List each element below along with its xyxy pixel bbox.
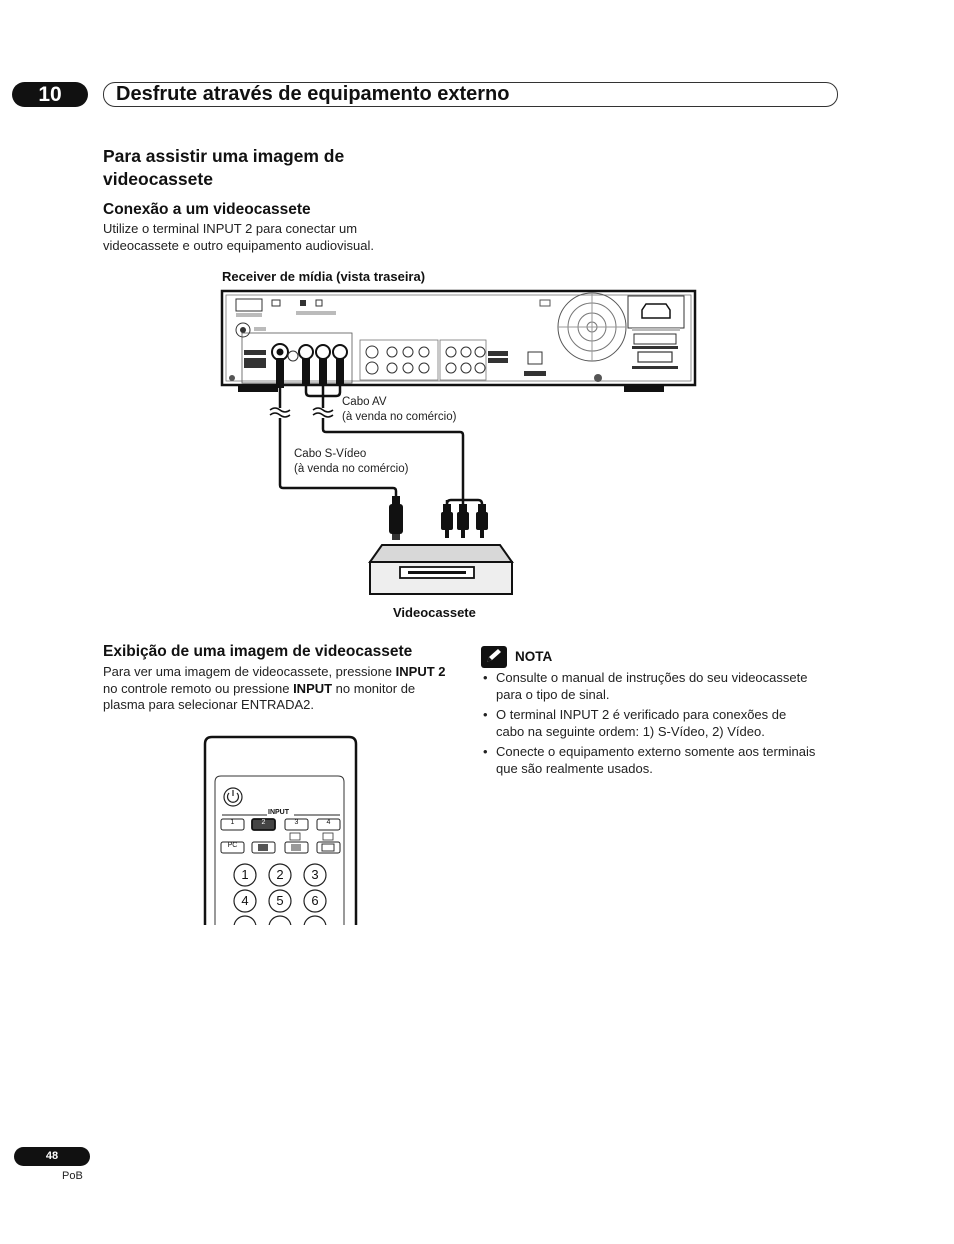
note-title: NOTA (515, 649, 553, 664)
note-item: Consulte o manual de instruções do seu v… (483, 670, 818, 703)
remote-pc-button[interactable]: PC (227, 842, 238, 849)
remote-input-4[interactable]: 4 (326, 819, 331, 826)
connection-text: Utilize o terminal INPUT 2 para conectar… (103, 221, 375, 253)
remote-control-illustration (203, 735, 358, 925)
receiver-foot-left (238, 384, 278, 392)
section-title: Para assistir uma imagem de videocassete (103, 146, 345, 189)
vcr-illustration (368, 544, 514, 595)
note-item: Conecte o equipamento externo somente ao… (483, 744, 818, 777)
rca-plugs-vcr (441, 504, 488, 538)
receiver-foot-right (624, 384, 664, 392)
vcr-caption: Videocassete (393, 605, 476, 620)
chapter-title-frame (103, 82, 838, 107)
remote-num-1[interactable]: 1 (241, 867, 249, 882)
note-pencil-icon (481, 646, 507, 668)
remote-input-label: INPUT (268, 809, 289, 816)
connection-diagram (220, 289, 697, 595)
chapter-number: 10 (12, 82, 88, 107)
display-text: Para ver uma imagem de videocassete, pre… (103, 664, 446, 712)
svideo-cable-label-line1: Cabo S-Vídeo (294, 448, 367, 460)
svideo-cable-label-line2: (à venda no comércio) (294, 463, 409, 475)
av-cable-label-line2: (à venda no comércio) (342, 411, 457, 423)
page-number: 48 (14, 1147, 90, 1166)
svideo-plug-receiver (276, 358, 284, 388)
remote-input-2[interactable]: 2 (261, 819, 266, 826)
remote-input-1[interactable]: 1 (230, 819, 235, 826)
remote-num-6[interactable]: 6 (311, 893, 319, 908)
note-list: Consulte o manual de instruções do seu v… (483, 670, 818, 781)
svideo-cable (278, 418, 398, 500)
receiver-rear-panel (220, 289, 697, 387)
svideo-plug-vcr (389, 504, 403, 534)
chapter-title: Desfrute através de equipamento externo (116, 83, 510, 105)
connection-heading: Conexão a um videocassete (103, 201, 311, 218)
receiver-caption: Receiver de mídia (vista traseira) (222, 269, 426, 284)
remote-input-3[interactable]: 3 (294, 819, 299, 826)
av-cable (321, 418, 465, 500)
remote-num-2[interactable]: 2 (276, 867, 284, 882)
remote-num-3[interactable]: 3 (311, 867, 319, 882)
remote-num-5[interactable]: 5 (276, 893, 284, 908)
display-heading: Exibição de uma imagem de videocassete (103, 643, 413, 660)
note-item: O terminal INPUT 2 é verificado para con… (483, 707, 818, 740)
remote-num-4[interactable]: 4 (241, 893, 249, 908)
language-code: PoB (62, 1170, 83, 1182)
av-cable-label-line1: Cabo AV (342, 396, 387, 408)
